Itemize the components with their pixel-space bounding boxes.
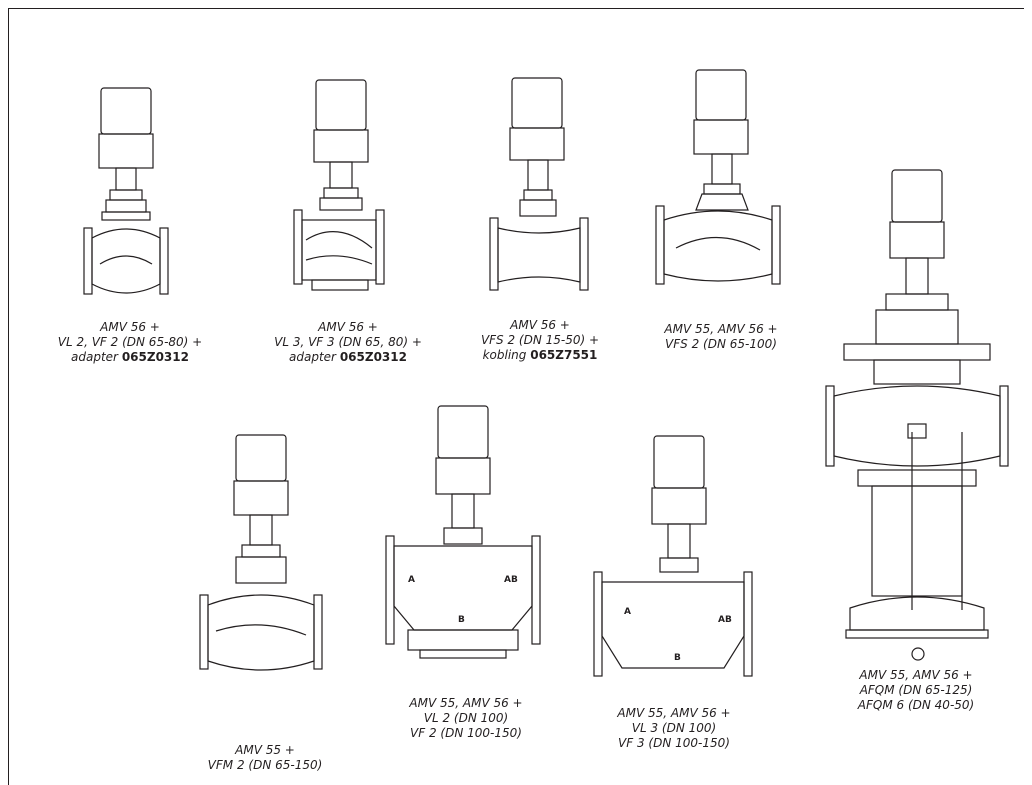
valve-drawing-7: A AB B <box>593 435 753 677</box>
valve-drawing-6: A AB B <box>385 405 541 659</box>
valve-drawing-5 <box>199 434 323 671</box>
caption-figure-7: AMV 55, AMV 56 + VL 3 (DN 100) VF 3 (DN … <box>617 706 731 750</box>
figure-amv55-amv56-afqm: AMV 55, AMV 56 + AFQM (DN 65-125) AFQM 6… <box>825 169 1009 770</box>
caption-figure-8: AMV 55, AMV 56 + AFQM (DN 65-125) AFQM 6… <box>857 668 975 712</box>
frame-top-border <box>8 8 1024 9</box>
figure-amv55-amv56-vfs2-large: AMV 55, AMV 56 + VFS 2 (DN 65-100) <box>655 69 786 400</box>
frame-left-border <box>8 8 9 785</box>
figure-amv56-vfs2-small: AMV 56 + VFS 2 (DN 15-50) + kobling 065Z… <box>481 77 608 408</box>
valve-drawing-3 <box>489 77 589 291</box>
caption-figure-5: AMV 55 + VFM 2 (DN 65-150) <box>207 743 323 772</box>
port-label-ab: AB <box>718 615 732 625</box>
figure-amv56-vl2-vf2: AMV 56 + VL 2, VF 2 (DN 65-80) + adapter… <box>58 87 202 408</box>
port-label-ab: AB <box>504 575 518 585</box>
caption-figure-2: AMV 56 + VL 3, VF 3 (DN 65, 80) + adapte… <box>274 320 422 364</box>
valve-drawing-2 <box>293 79 385 291</box>
figure-amv55-amv56-vl3-vf3: A AB B AMV 55, AMV 56 + VL 3 (DN 100) VF… <box>593 435 754 766</box>
figure-amv56-vl3-vf3: AMV 56 + VL 3, VF 3 (DN 65, 80) + adapte… <box>274 79 422 410</box>
caption-figure-1: AMV 56 + VL 2, VF 2 (DN 65-80) + adapter… <box>57 320 203 364</box>
caption-figure-4: AMV 55, AMV 56 + VFS 2 (DN 65-100) <box>664 322 778 351</box>
valve-drawing-1 <box>83 87 169 295</box>
port-label-b: B <box>458 615 465 625</box>
valve-drawing-4 <box>655 69 781 285</box>
figure-amv55-vfm2: AMV 55 + VFM 2 (DN 65-150) <box>199 434 330 772</box>
port-label-a: A <box>408 575 415 585</box>
caption-figure-6: AMV 55, AMV 56 + VL 2 (DN 100) VF 2 (DN … <box>409 696 523 740</box>
valve-drawing-8 <box>825 169 1009 661</box>
port-label-a: A <box>624 607 631 617</box>
port-label-b: B <box>674 653 681 663</box>
caption-figure-3: AMV 56 + VFS 2 (DN 15-50) + kobling 065Z… <box>480 318 600 362</box>
figure-amv55-amv56-vl2-vf2: A AB B AMV 55, AMV 56 + VL 2 (DN 100) VF… <box>385 405 546 756</box>
